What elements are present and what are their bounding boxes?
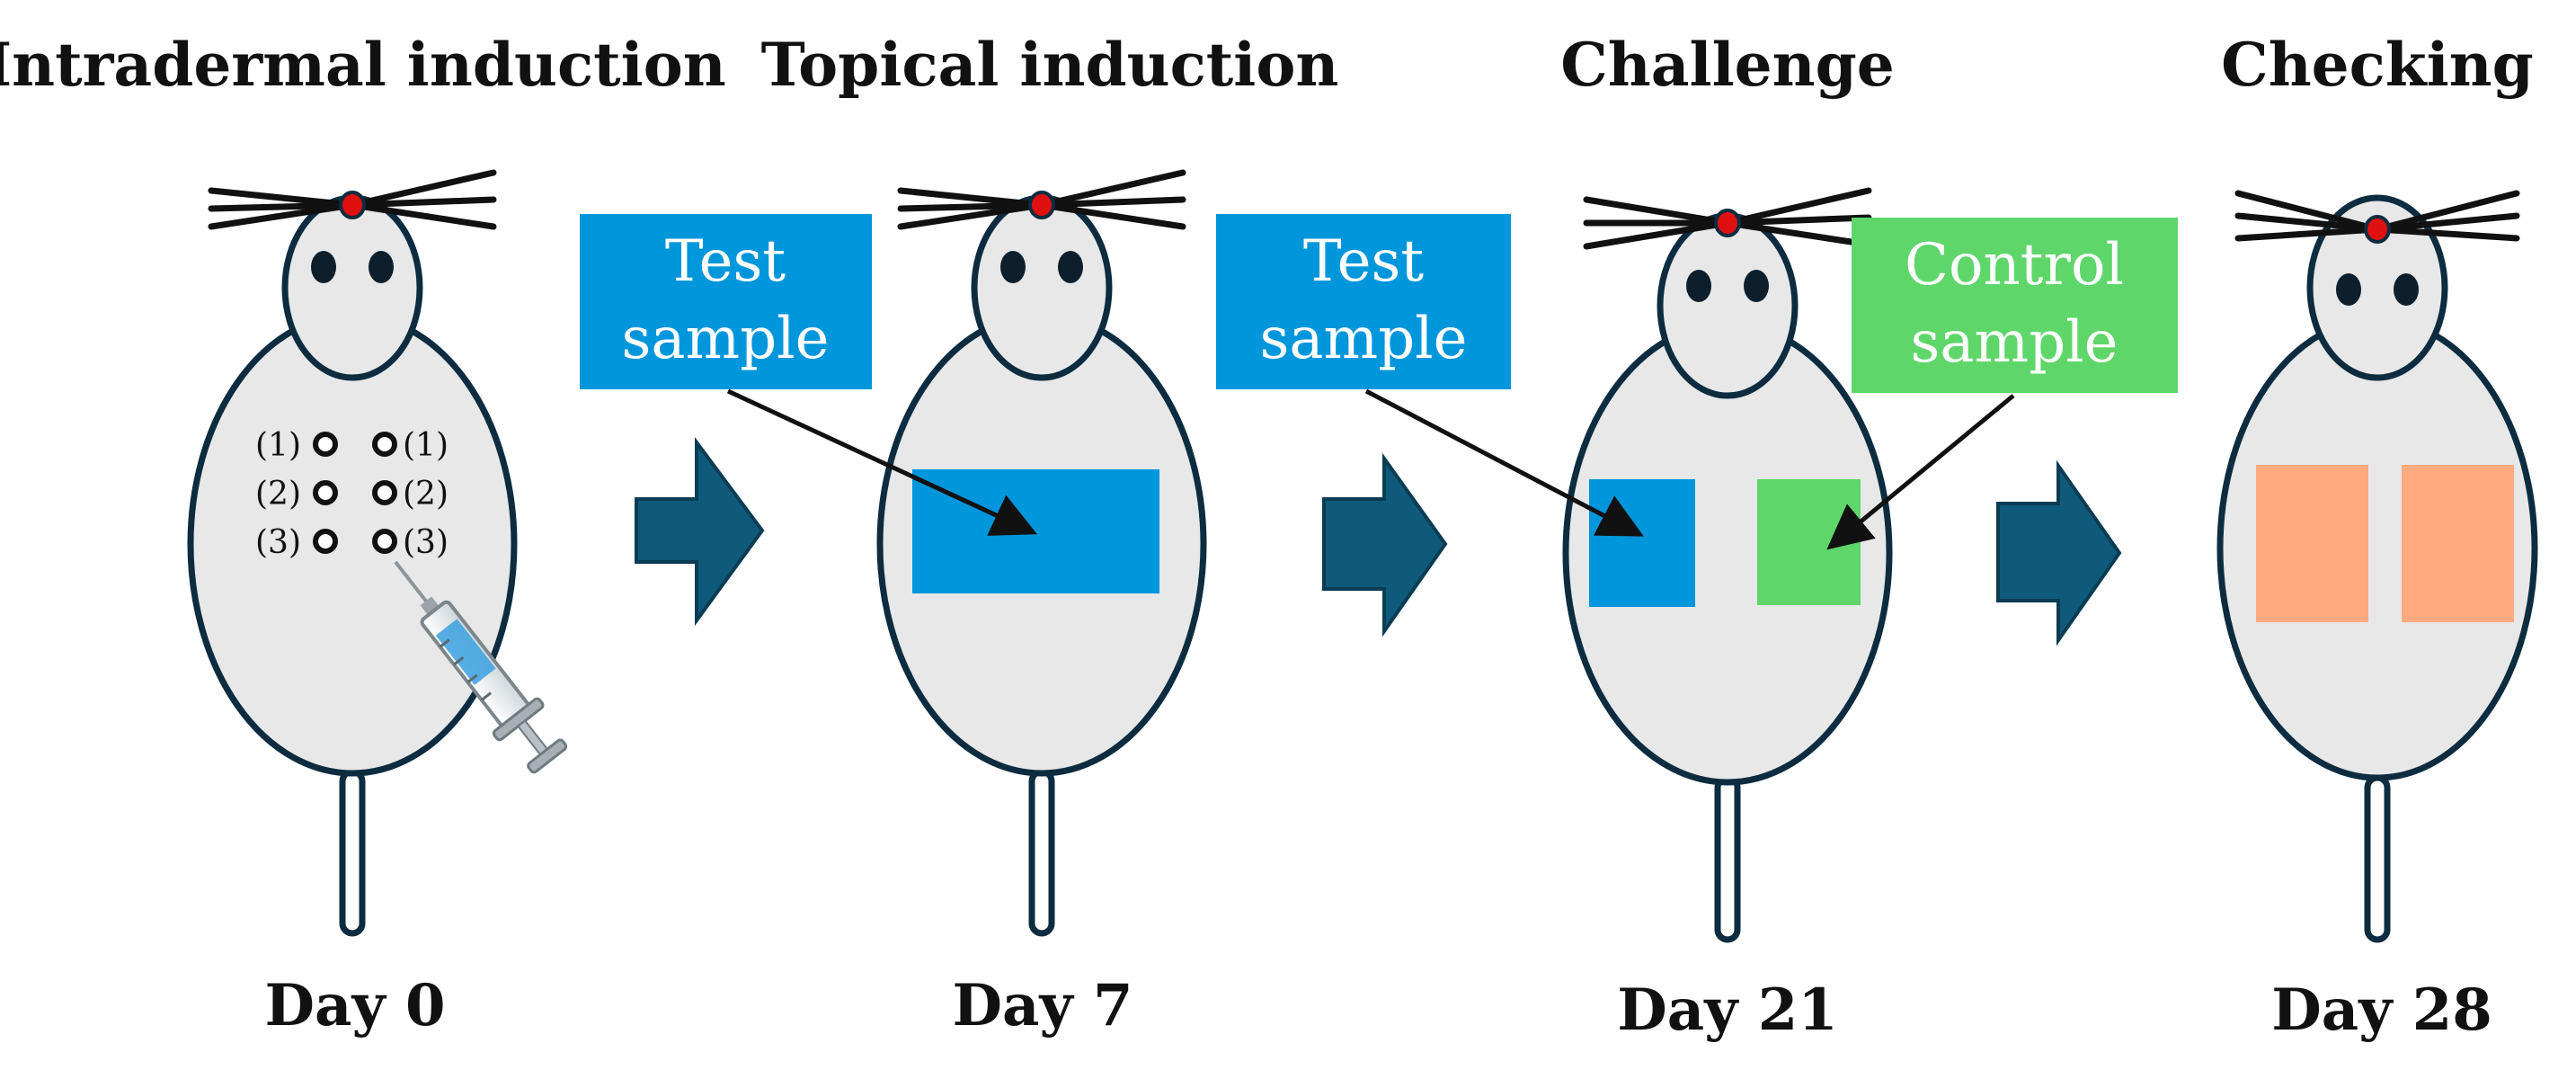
pointer-arrow-test-topical: [726, 388, 1038, 536]
right-flow-arrow-icon: [1996, 459, 2122, 646]
day-label-21: Day 21: [1617, 976, 1838, 1044]
reaction-patch-right: [2402, 465, 2514, 622]
tail: [1714, 774, 1741, 943]
site-label-left-1: (1): [255, 427, 301, 464]
pointer-arrow-control-challenge: [1826, 394, 2015, 550]
reaction-patch-left: [2256, 465, 2368, 622]
pointer-arrow-test-challenge: [1364, 388, 1644, 537]
stage-title-challenge: Challenge: [1560, 30, 1895, 100]
eye: [2336, 273, 2361, 306]
eye: [369, 251, 394, 283]
right-flow-arrow-icon: [1322, 452, 1448, 638]
day-label-0: Day 0: [265, 972, 446, 1039]
site-label-right-1: (1): [403, 427, 449, 464]
head: [2306, 194, 2448, 381]
guinea-pig-figure-day-21: [1562, 187, 1893, 943]
injection-site-right-1: [372, 432, 397, 457]
nose: [339, 191, 366, 219]
challenge-test-patch: [1589, 479, 1695, 607]
test-sample-box-challenge-line-1: Test: [1303, 228, 1424, 295]
eye: [1000, 251, 1026, 283]
day-label-7: Day 7: [953, 972, 1133, 1039]
stage-title-intradermal: Intradermal induction: [0, 30, 726, 100]
eye: [311, 251, 336, 283]
tail: [1028, 768, 1055, 937]
control-sample-box-line-2: sample: [1911, 309, 2119, 376]
injection-site-right-2: [372, 480, 397, 505]
test-sample-box-topical: [580, 214, 872, 389]
body: [187, 311, 518, 777]
site-label-right-2: (2): [403, 476, 449, 513]
injection-site-left-3: [313, 529, 338, 554]
injection-site-right-3: [372, 529, 397, 554]
eye: [1744, 270, 1769, 302]
stage-title-topical: Topical induction: [761, 30, 1339, 100]
test-sample-box-challenge-line-2: sample: [1260, 306, 1468, 372]
eye: [2394, 273, 2419, 306]
head: [971, 194, 1113, 381]
guinea-pig-figure-day-28: [2216, 190, 2538, 943]
eye: [1058, 251, 1083, 283]
control-sample-box-line-1: Control: [1905, 232, 2124, 299]
head: [1657, 212, 1799, 399]
topical-test-patch: [912, 469, 1159, 593]
test-sample-box-topical-line-2: sample: [622, 306, 830, 372]
nose: [1028, 191, 1055, 219]
challenge-control-patch: [1757, 479, 1861, 605]
tail: [2364, 774, 2391, 943]
injection-site-left-2: [313, 480, 338, 505]
nose: [2364, 215, 2391, 244]
site-label-left-3: (3): [255, 524, 301, 561]
head: [281, 194, 423, 381]
day-label-28: Day 28: [2271, 976, 2492, 1044]
control-sample-box: [1852, 218, 2178, 393]
nose: [1714, 209, 1741, 237]
test-sample-box-topical-line-1: Test: [665, 228, 786, 295]
injection-site-left-1: [313, 432, 338, 457]
guinea-pig-figure-day-0: (1) (2) (3) (1) (2) (3): [187, 169, 568, 937]
stage-title-checking: Checking: [2221, 30, 2534, 100]
site-label-right-3: (3): [403, 524, 449, 561]
guinea-pig-figure-day-7: [876, 169, 1207, 937]
site-label-left-2: (2): [255, 476, 301, 513]
eye: [1686, 270, 1711, 302]
test-sample-box-challenge: [1216, 214, 1511, 389]
tail: [339, 768, 366, 937]
right-flow-arrow-icon: [635, 436, 765, 627]
syringe-icon: [394, 560, 568, 774]
